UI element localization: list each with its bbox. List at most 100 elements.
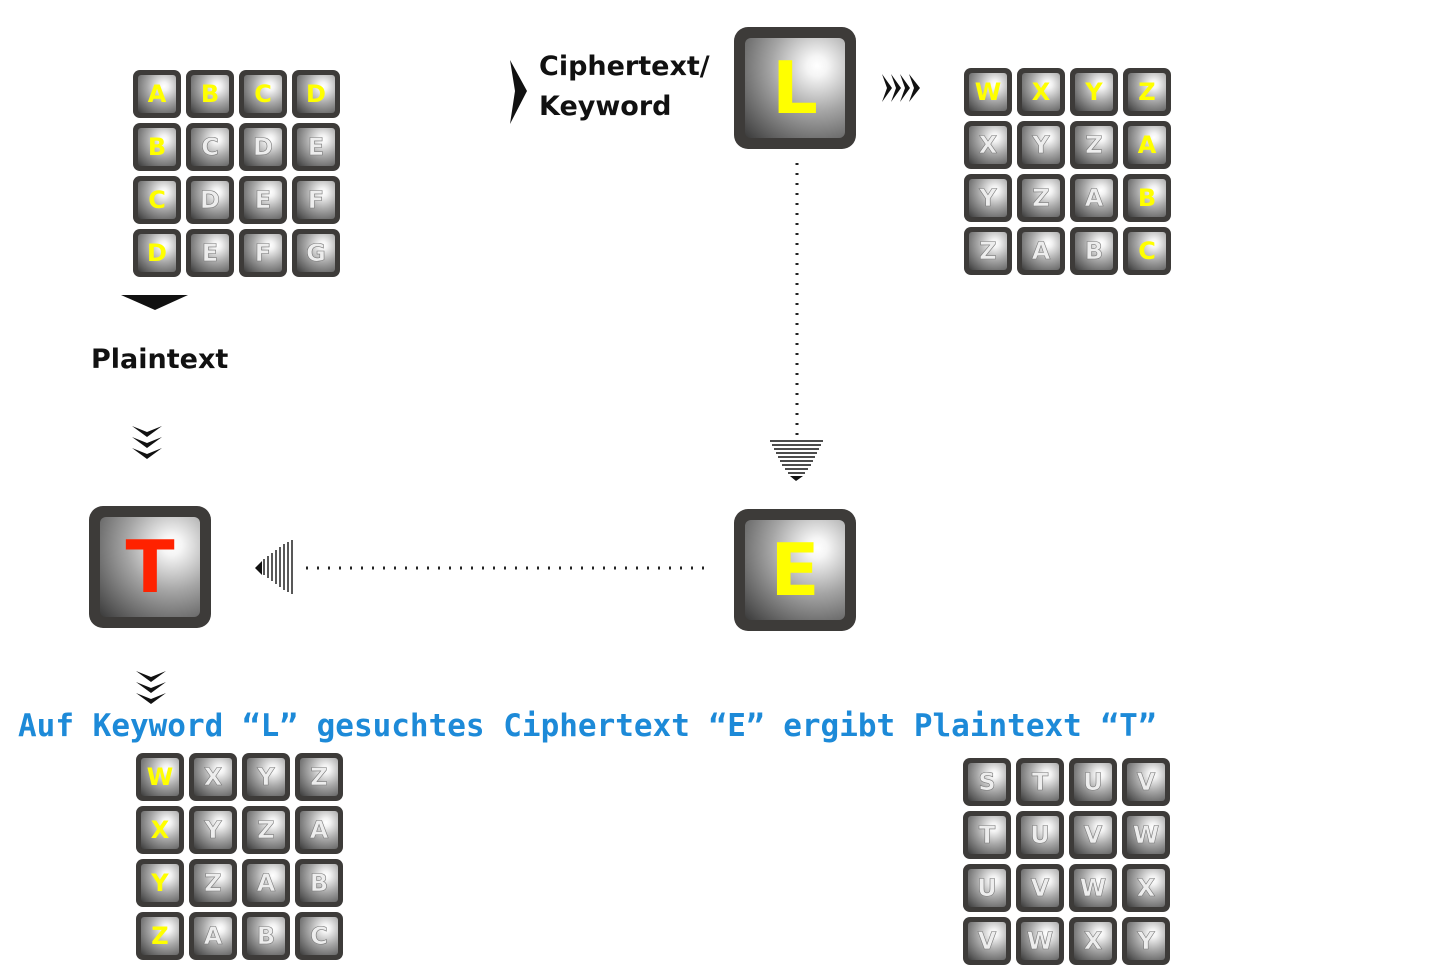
key-letter: B xyxy=(147,133,167,161)
key-face: Y xyxy=(247,758,285,796)
letter-key: W xyxy=(1069,864,1117,912)
letter-key: X xyxy=(1069,917,1117,965)
letter-key: D xyxy=(292,70,340,118)
key-face: A xyxy=(300,811,338,849)
letter-key: E xyxy=(186,229,234,277)
letter-key: W xyxy=(964,68,1012,116)
ciphertext-key: E xyxy=(734,509,856,631)
key-face: Z xyxy=(247,811,285,849)
letter-key: Y xyxy=(1070,68,1118,116)
key-letter: A xyxy=(147,80,167,108)
letter-key: Z xyxy=(1017,174,1065,222)
key-letter: D xyxy=(253,133,274,161)
key-face: Y xyxy=(1075,73,1113,111)
key-face: U xyxy=(1074,763,1112,801)
key-face: X xyxy=(969,126,1007,164)
key-face: W xyxy=(141,758,179,796)
key-letter: X xyxy=(1031,78,1051,106)
key-letter: D xyxy=(200,186,221,214)
keyword-key: L xyxy=(734,27,856,149)
letter-key: Y xyxy=(1122,917,1170,965)
key-letter: B xyxy=(309,869,329,897)
letter-key: F xyxy=(239,229,287,277)
key-face: Z xyxy=(969,232,1007,270)
key-face: S xyxy=(968,763,1006,801)
key-letter: X xyxy=(1136,874,1156,902)
key-letter: V xyxy=(1030,874,1050,902)
key-face: G xyxy=(297,234,335,272)
plaintext-letter: T xyxy=(125,525,175,609)
keyword-letter: L xyxy=(772,46,818,130)
ciphertext-label: Ciphertext/ xyxy=(539,51,710,82)
letter-key: F xyxy=(292,176,340,224)
letter-key: A xyxy=(1070,174,1118,222)
key-letter: F xyxy=(307,186,325,214)
letter-key: A xyxy=(189,912,237,960)
key-face: C xyxy=(138,181,176,219)
key-letter: Z xyxy=(1138,78,1156,106)
key-face: Y xyxy=(1127,922,1165,960)
letter-key: Z xyxy=(1123,68,1171,116)
key-face: A xyxy=(1075,179,1113,217)
letter-key: V xyxy=(1122,758,1170,806)
key-face: Z xyxy=(194,864,232,902)
letter-key: Z xyxy=(242,806,290,854)
letter-key: T xyxy=(963,811,1011,859)
key-letter: Z xyxy=(151,922,169,950)
key-face: B xyxy=(247,917,285,955)
letter-key: Y xyxy=(189,806,237,854)
hatched-down-arrow-icon xyxy=(770,440,823,481)
key-face: L xyxy=(745,38,845,138)
letter-key: B xyxy=(1123,174,1171,222)
key-letter: Y xyxy=(204,816,222,844)
key-letter: A xyxy=(203,922,223,950)
key-face: E xyxy=(244,181,282,219)
letter-key: X xyxy=(1122,864,1170,912)
key-letter: Z xyxy=(979,237,997,265)
plaintext-key: T xyxy=(89,506,211,628)
key-face: D xyxy=(191,181,229,219)
wedge-right-arrow-icon xyxy=(510,60,527,124)
key-letter: Z xyxy=(204,869,222,897)
key-face: V xyxy=(1074,816,1112,854)
key-letter: B xyxy=(200,80,220,108)
letter-key: B xyxy=(133,123,181,171)
key-face: C xyxy=(1128,232,1166,270)
key-face: T xyxy=(100,517,200,617)
key-face: W xyxy=(969,73,1007,111)
letter-key: C xyxy=(295,912,343,960)
key-letter: Y xyxy=(1137,927,1155,955)
letter-key: C xyxy=(133,176,181,224)
key-letter: F xyxy=(254,239,272,267)
key-face: B xyxy=(138,128,176,166)
key-face: D xyxy=(244,128,282,166)
key-letter: C xyxy=(254,80,272,108)
letter-key: E xyxy=(292,123,340,171)
key-face: X xyxy=(1127,869,1165,907)
key-letter: V xyxy=(1136,768,1156,796)
key-face: Z xyxy=(1075,126,1113,164)
key-letter: W xyxy=(1026,927,1054,955)
key-face: D xyxy=(297,75,335,113)
key-letter: Y xyxy=(979,184,997,212)
key-face: T xyxy=(968,816,1006,854)
key-letter: X xyxy=(1083,927,1103,955)
chevrons-right-icon xyxy=(882,74,920,102)
letter-key: Z xyxy=(136,912,184,960)
letter-key: Z xyxy=(964,227,1012,275)
key-face: Z xyxy=(300,758,338,796)
key-letter: X xyxy=(150,816,170,844)
letter-key: A xyxy=(295,806,343,854)
key-face: V xyxy=(1127,763,1165,801)
key-letter: X xyxy=(978,131,998,159)
key-letter: A xyxy=(1084,184,1104,212)
key-letter: E xyxy=(254,186,272,214)
letter-key: U xyxy=(963,864,1011,912)
letter-key: B xyxy=(295,859,343,907)
key-letter: E xyxy=(307,133,325,161)
key-letter: W xyxy=(974,78,1002,106)
key-letter: Y xyxy=(1032,131,1050,159)
key-face: A xyxy=(247,864,285,902)
key-letter: D xyxy=(147,239,167,267)
